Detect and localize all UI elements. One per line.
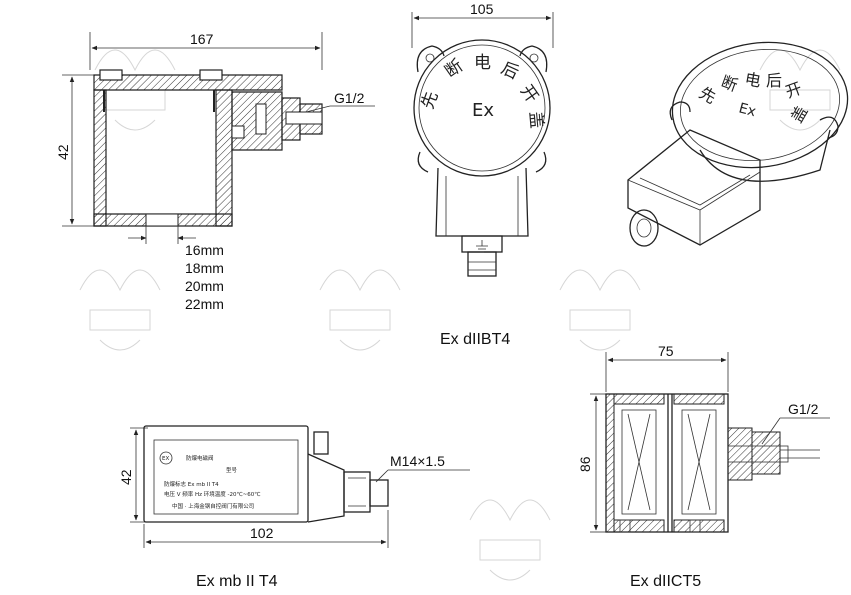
watermark-logo: [79, 269, 161, 351]
caption: Ex mb II T4: [196, 573, 278, 590]
nameplate-ex-mark: 防爆标志 Ex mb II T4: [164, 480, 219, 488]
width-dimension-label: 102: [250, 525, 274, 541]
cover-warning-char: 先: [696, 83, 719, 107]
ex-mark: Ex: [472, 100, 494, 121]
size-label: 18mm: [185, 260, 224, 276]
height-dimension-label: 86: [577, 456, 593, 472]
watermark-logo: [759, 49, 841, 131]
size-label: 16mm: [185, 242, 224, 258]
cover-warning-char: 盖: [787, 103, 811, 126]
width-dimension-label: 105: [470, 1, 494, 17]
nameplate-logo: EX: [162, 456, 169, 462]
ex-logo-icon: [159, 451, 173, 465]
drawing-nameplate-view: 42 EX 防爆电磁阀 型号 防爆标志 Ex mb II T4 电压 V 频率 …: [118, 425, 470, 590]
thread-label: M14×1.5: [390, 453, 445, 469]
watermark-logo: [319, 269, 401, 351]
thread-leader-line: [305, 105, 331, 113]
nameplate-spec: 电压 V 频率 Hz 环境温度 -20℃~60℃: [164, 490, 260, 498]
valve-cover-front: [413, 39, 551, 277]
coil-housing-section: [605, 393, 729, 533]
cover-warning-char: 电: [743, 69, 762, 90]
watermark-pattern: [79, 49, 841, 581]
height-dimension-label: 42: [118, 469, 134, 485]
valve-body-section: [93, 69, 323, 227]
size-label: 22mm: [185, 296, 224, 312]
cover-warning-char: 先: [418, 89, 443, 112]
ex-mark: Ex: [737, 100, 758, 120]
solenoid-body: [143, 425, 389, 523]
nameplate-model-label: 型号: [226, 466, 238, 474]
thread-label: G1/2: [788, 401, 819, 417]
size-label: 20mm: [185, 278, 224, 294]
drawing-section-view: 167 42: [55, 31, 375, 312]
cover-warning-char: 盖: [525, 111, 546, 130]
nameplate-maker: 中国 · 上海金钢自控阀门有限公司: [172, 502, 254, 510]
nameplate-title: 防爆电磁阀: [186, 454, 214, 462]
drawing-front-view: 105 先 断 电 后 开 盖 Ex Ex dI: [411, 1, 554, 348]
cover-warning-char: 后: [498, 58, 522, 83]
cable-gland-section: [727, 427, 820, 481]
thread-label: G1/2: [334, 90, 365, 106]
caption: Ex dIIBT4: [440, 331, 510, 348]
caption: Ex dIICT5: [630, 573, 701, 590]
watermark-logo: [469, 499, 551, 581]
cover-warning-char: 断: [441, 56, 466, 82]
thread-leader-line: [761, 417, 781, 445]
thread-leader-line: [375, 469, 389, 483]
cover-warning-char: 电: [474, 53, 491, 73]
drawing-perspective-view: [627, 41, 849, 247]
width-dimension-label: 167: [190, 31, 214, 47]
width-dimension-label: 75: [658, 343, 674, 359]
cover-warning-char: 后: [766, 71, 782, 90]
cover-warning-char: 开: [516, 81, 542, 106]
watermark-logo: [559, 269, 641, 351]
cover-warning-char: 开: [783, 78, 805, 101]
cover-warning-char: 断: [719, 72, 741, 95]
nameplate: [153, 439, 299, 515]
height-dimension-label: 42: [55, 144, 71, 160]
drawing-coil-section: 75 86 G1/2: [577, 343, 830, 590]
